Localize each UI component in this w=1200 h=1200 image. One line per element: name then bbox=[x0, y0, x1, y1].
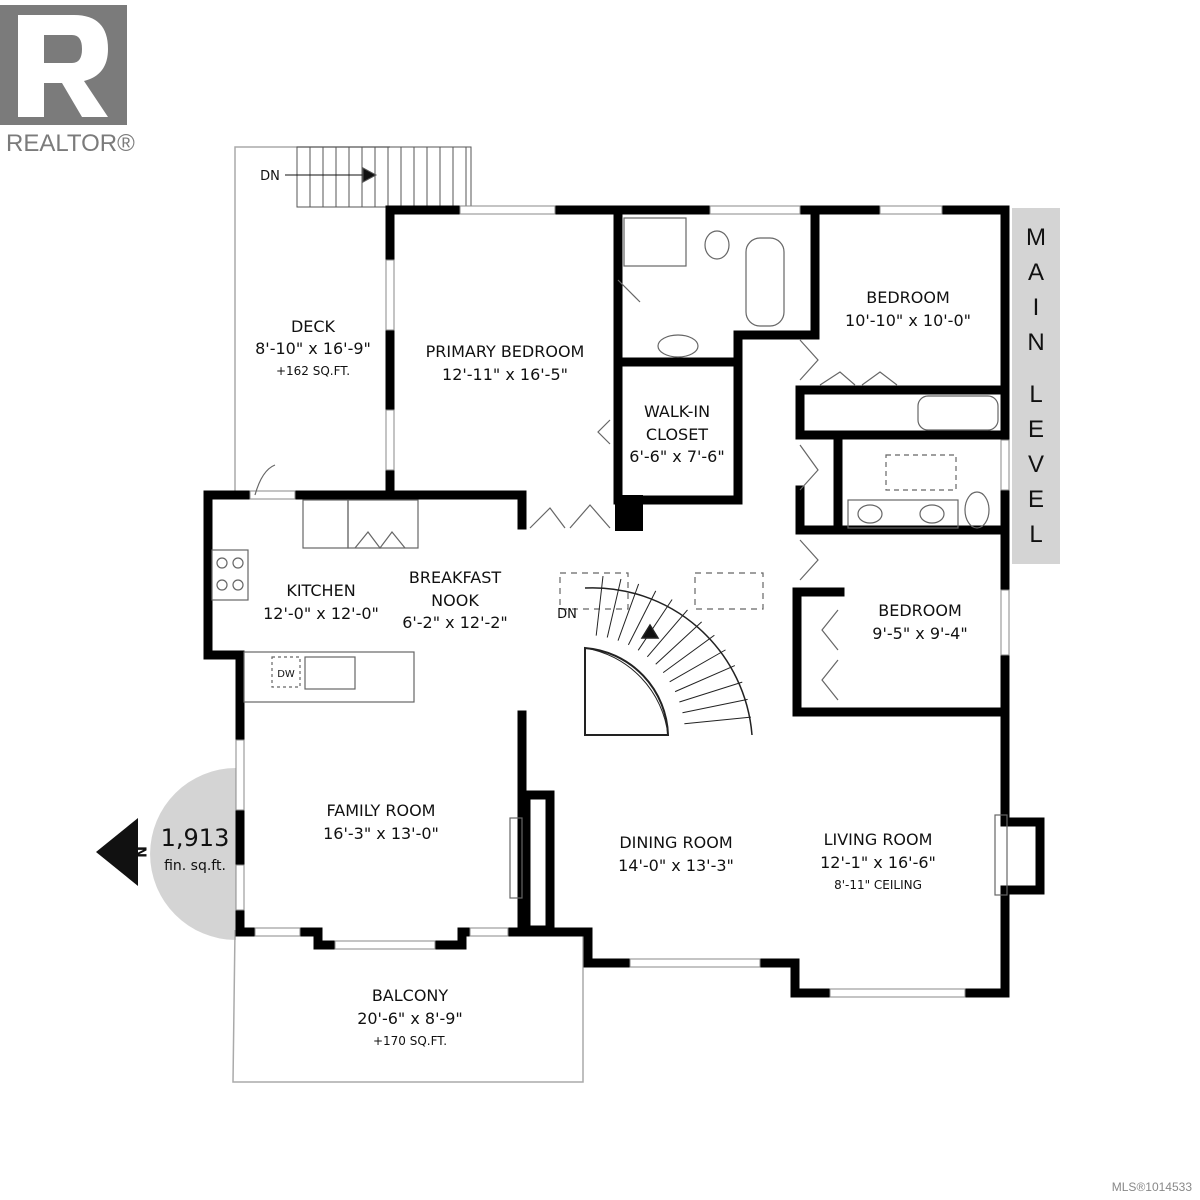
room-dims: 10'-10" x 10'-0" bbox=[845, 311, 971, 330]
room-name: PRIMARY BEDROOM bbox=[426, 342, 585, 361]
room-name: LIVING ROOM bbox=[824, 830, 933, 849]
stair-tread bbox=[669, 649, 726, 683]
room-family-room: FAMILY ROOM 16'-3" x 13'-0" bbox=[323, 801, 439, 843]
room-balcony: BALCONY 20'-6" x 8'-9" +170 SQ.FT. bbox=[357, 986, 463, 1048]
sqft-badge: N 1,913 fin. sq.ft. bbox=[96, 768, 236, 940]
room-name: FAMILY ROOM bbox=[327, 801, 436, 820]
level-letter: E bbox=[1027, 415, 1044, 443]
bathtub-icon bbox=[745, 237, 785, 327]
room-bedroom-1: BEDROOM 10'-10" x 10'-0" bbox=[845, 288, 971, 330]
kitchen-sink-icon bbox=[304, 656, 356, 690]
toilet-icon bbox=[704, 230, 730, 260]
level-letter: A bbox=[1027, 258, 1044, 286]
fixtures bbox=[211, 217, 1008, 899]
realtor-r-icon bbox=[18, 15, 108, 117]
room-ceiling: 8'-11" CEILING bbox=[834, 878, 922, 892]
room-name: BREAKFAST bbox=[409, 568, 501, 587]
room-dims: 9'-5" x 9'-4" bbox=[872, 624, 967, 643]
room-dims: 12'-11" x 16'-5" bbox=[442, 365, 568, 384]
room-name: BEDROOM bbox=[878, 601, 962, 620]
deck-stairs bbox=[285, 146, 472, 208]
room-deck: DECK 8'-10" x 16'-9" +162 SQ.FT. bbox=[255, 317, 371, 378]
shower-icon bbox=[623, 217, 687, 267]
dishwasher-label: DW bbox=[277, 669, 295, 680]
north-label: N bbox=[132, 846, 148, 858]
stair-tread bbox=[682, 698, 748, 714]
level-letter: M bbox=[1026, 223, 1046, 251]
stair-tread bbox=[595, 575, 604, 636]
kitchen-island bbox=[243, 651, 415, 703]
room-kitchen: KITCHEN 12'-0" x 12'-0" bbox=[263, 581, 379, 623]
realtor-logo-text: REALTOR® bbox=[6, 130, 135, 157]
level-letter: E bbox=[1027, 485, 1044, 513]
stair-arrow-icon bbox=[640, 623, 660, 639]
room-dims: 12'-1" x 16'-6" bbox=[820, 853, 936, 872]
room-breakfast-nook: BREAKFAST NOOK 6'-2" x 12'-2" bbox=[402, 568, 508, 632]
room-dims: 14'-0" x 13'-3" bbox=[618, 856, 734, 875]
room-name: BALCONY bbox=[372, 986, 449, 1005]
north-arrow-icon bbox=[96, 818, 138, 886]
room-bedroom-2: BEDROOM 9'-5" x 9'-4" bbox=[872, 601, 967, 643]
room-dims: 12'-0" x 12'-0" bbox=[263, 604, 379, 623]
dishwasher-icon bbox=[271, 656, 301, 688]
realtor-logo bbox=[0, 5, 127, 125]
mls-number: MLS®1014533 bbox=[1111, 1180, 1192, 1194]
stair-tread bbox=[679, 681, 743, 703]
room-dims: 6'-6" x 7'-6" bbox=[629, 447, 724, 466]
room-dims: 16'-3" x 13'-0" bbox=[323, 824, 439, 843]
toilet-icon bbox=[964, 491, 990, 529]
bathtub-icon bbox=[917, 395, 999, 431]
room-name: CLOSET bbox=[646, 425, 708, 444]
fridge-icon bbox=[302, 499, 349, 549]
level-letter: L bbox=[1029, 380, 1043, 408]
stair-arrow-icon bbox=[362, 167, 378, 183]
stair-tread bbox=[646, 609, 688, 658]
windows bbox=[235, 205, 1010, 998]
stair-tread bbox=[655, 621, 702, 665]
room-dims: 8'-10" x 16'-9" bbox=[255, 339, 371, 358]
room-name: WALK-IN bbox=[644, 402, 710, 421]
stair-tread bbox=[627, 590, 657, 646]
main-level-banner: M A I N L E V E L bbox=[1012, 208, 1060, 564]
stove-icon bbox=[211, 549, 249, 601]
room-dims: 20'-6" x 8'-9" bbox=[357, 1009, 463, 1028]
curved-staircase bbox=[584, 575, 753, 736]
vanity-icon bbox=[847, 499, 959, 529]
stair-tread bbox=[684, 716, 751, 725]
main-stairs-dn-label: DN bbox=[557, 607, 577, 622]
room-primary-bedroom: PRIMARY BEDROOM 12'-11" x 16'-5" bbox=[426, 342, 585, 384]
level-letter: N bbox=[1027, 328, 1045, 356]
room-area: +170 SQ.FT. bbox=[373, 1034, 447, 1048]
room-area: +162 SQ.FT. bbox=[276, 364, 350, 378]
room-dims: 6'-2" x 12'-2" bbox=[402, 613, 508, 632]
level-letter: V bbox=[1027, 450, 1044, 478]
stair-tread bbox=[617, 583, 640, 641]
room-name: NOOK bbox=[431, 591, 479, 610]
room-name: DECK bbox=[291, 317, 336, 336]
room-living-room: LIVING ROOM 12'-1" x 16'-6" 8'-11" CEILI… bbox=[820, 830, 936, 892]
walls bbox=[203, 205, 1045, 998]
sink-icon bbox=[657, 334, 699, 358]
sqft-unit: fin. sq.ft. bbox=[164, 858, 226, 874]
room-dining-room: DINING ROOM 14'-0" x 13'-3" bbox=[618, 833, 734, 875]
room-name: BEDROOM bbox=[866, 288, 950, 307]
level-letter: I bbox=[1032, 293, 1040, 321]
room-name: DINING ROOM bbox=[619, 833, 732, 852]
stair-tread bbox=[606, 578, 622, 638]
deck-stairs-dn-label: DN bbox=[260, 169, 280, 184]
level-letter: L bbox=[1029, 520, 1043, 548]
stair-tread bbox=[637, 599, 673, 651]
stair-tread bbox=[662, 634, 715, 674]
room-name: KITCHEN bbox=[286, 581, 355, 600]
room-walk-in-closet: WALK-IN CLOSET 6'-6" x 7'-6" bbox=[629, 402, 724, 466]
sqft-value: 1,913 bbox=[161, 824, 230, 852]
stair-tread bbox=[674, 665, 736, 693]
